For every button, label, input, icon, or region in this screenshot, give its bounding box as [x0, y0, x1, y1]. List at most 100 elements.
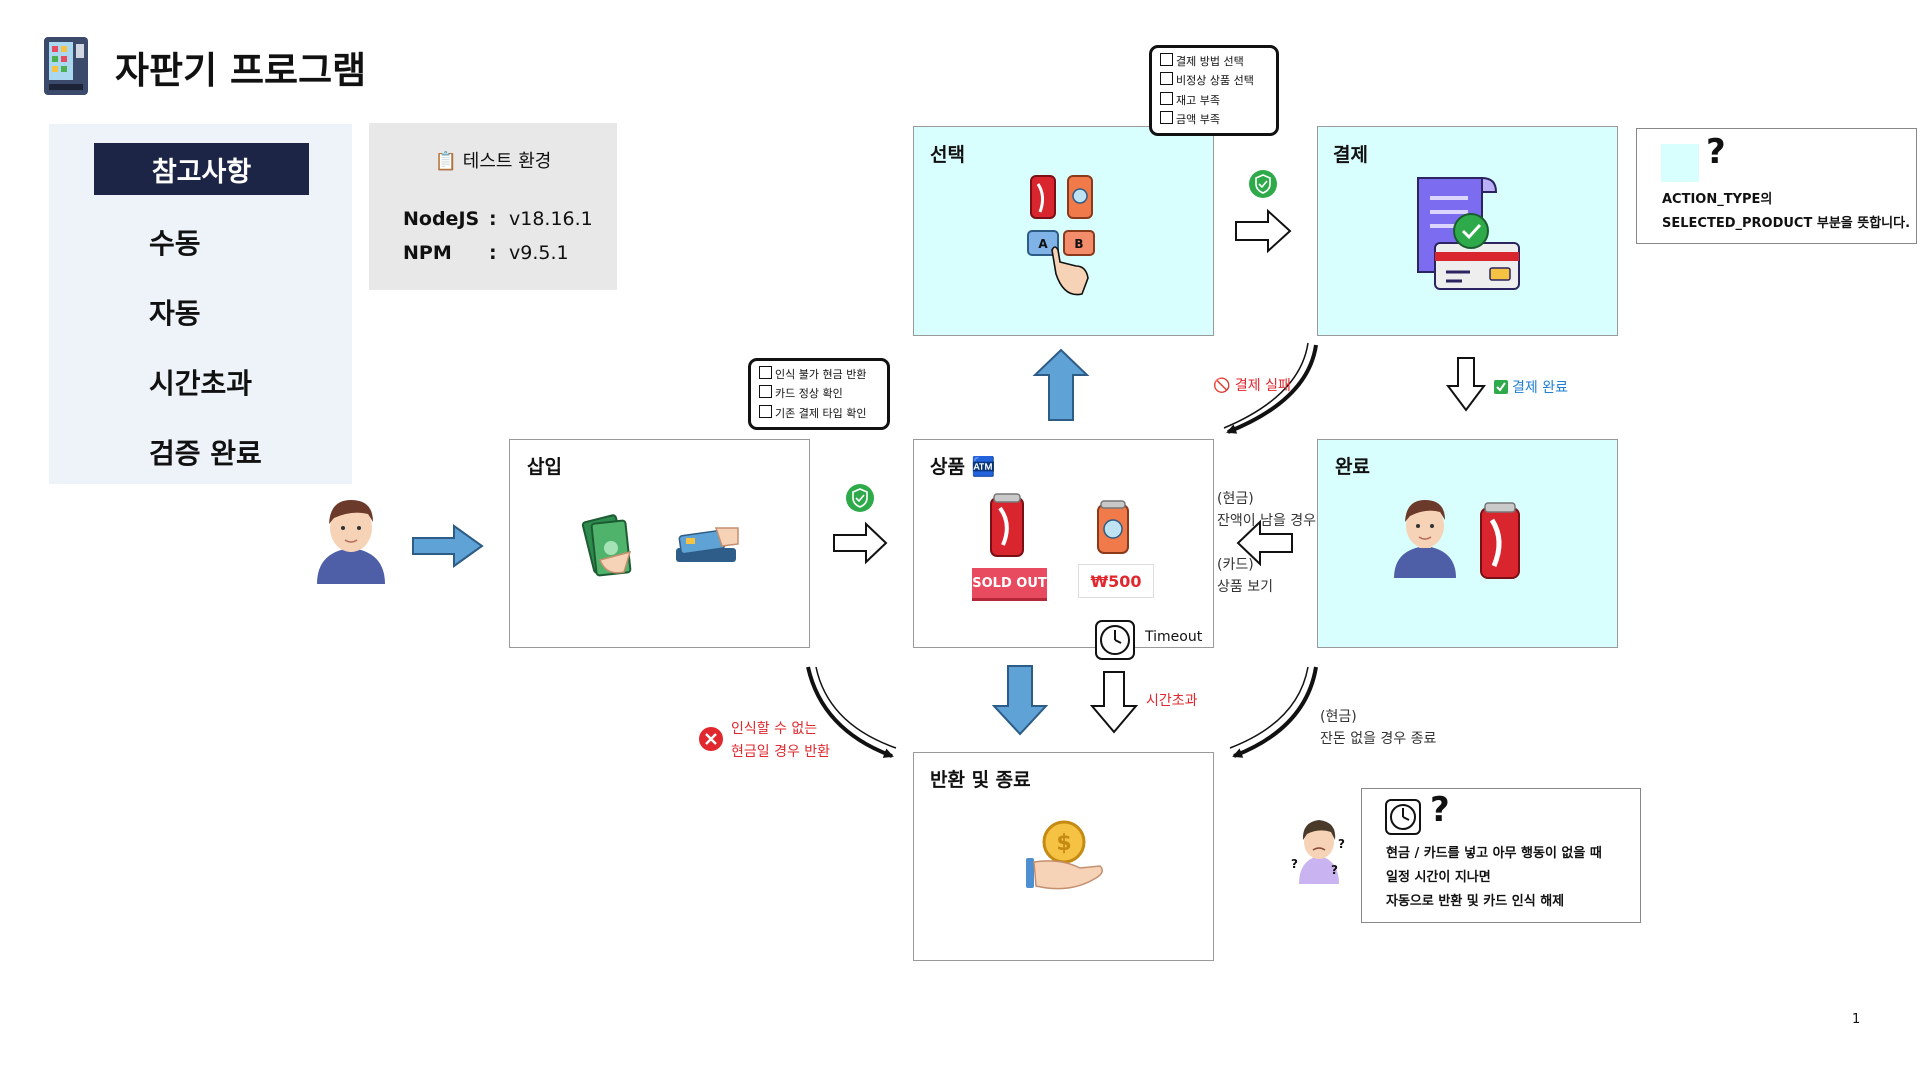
insert-check-item: 기존 결제 타입 확인 — [759, 404, 879, 423]
auto-arrow-timeout-to-return — [1089, 671, 1139, 734]
select-check-text-3: 금액 부족 — [1176, 112, 1220, 126]
legend-label-manual: 수동 — [149, 227, 201, 260]
no-change-line-1: 잔돈 없을 경우 종료 — [1320, 731, 1437, 748]
timeout-note-line-0: 현금 / 카드를 넣고 아무 행동이 없을 때 — [1386, 846, 1602, 861]
page-number: 1 — [1852, 1012, 1861, 1027]
timeout-label: Timeout — [1145, 629, 1203, 645]
product-timeout-clock-icon — [1095, 620, 1135, 660]
svg-text:?: ? — [1338, 837, 1345, 851]
cash-icon — [581, 514, 632, 577]
test-env-key-nodejs: NodeJS — [403, 208, 480, 230]
back-cash-line-0: (현금) — [1217, 491, 1254, 507]
test-env-key-npm: NPM — [403, 242, 452, 264]
test-env-value-npm: v9.5.1 — [509, 242, 569, 264]
back-cash-label: (현금) 잔액이 남을 경우 — [1217, 488, 1316, 533]
error-x-icon — [699, 727, 723, 751]
test-env-title: 📋 테스트 환경 — [434, 151, 552, 172]
test-env-sep-nodejs: : — [489, 208, 497, 230]
select-check-item: 결제 방법 선택 — [1160, 52, 1268, 71]
legend-label-auto: 자동 — [149, 297, 201, 330]
auto-arrow-payment-to-complete — [1446, 357, 1486, 412]
checkbox-icon — [1160, 53, 1173, 66]
state-title-payment: 결제 — [1333, 144, 1368, 166]
state-title-product: 상품 🏧 — [930, 456, 996, 478]
no-change-label: (현금) 잔돈 없을 경우 종료 — [1320, 706, 1436, 751]
payment-fail-label: 🚫 결제 실패 — [1213, 378, 1291, 394]
soda-can-icon — [1097, 500, 1129, 554]
checkbox-icon — [1160, 110, 1173, 124]
select-verified-icon — [1249, 170, 1277, 198]
payment-done-label: 결제 완료 — [1512, 380, 1568, 396]
select-check-text-2: 재고 부족 — [1176, 93, 1220, 107]
insert-check-text-1: 카드 정상 확인 — [775, 387, 843, 401]
back-card-line-0: (카드) — [1217, 557, 1254, 573]
payment-done-check-icon — [1494, 380, 1508, 394]
checkbox-icon — [1160, 72, 1173, 86]
timeout-note-line-2: 자동으로 반환 및 카드 인식 해제 — [1386, 894, 1565, 910]
no-change-line-0: (현금) — [1320, 709, 1357, 725]
complete-can-icon — [1480, 502, 1520, 579]
auto-arrow-select-to-payment — [1235, 208, 1292, 254]
svg-text:?: ? — [1291, 857, 1298, 871]
invalid-cash-line-0: 인식할 수 없는 — [731, 721, 818, 737]
state-title-return: 반환 및 종료 — [930, 769, 1031, 791]
payment-receipt-icon — [1417, 176, 1520, 290]
insert-check-bubble: 인식 불가 현금 반환 카드 정상 확인 기존 결제 타입 확인 — [748, 358, 890, 430]
state-title-complete: 완료 — [1335, 456, 1370, 478]
select-check-item: 비정상 상품 선택 — [1160, 71, 1268, 90]
insert-check-item: 인식 불가 현금 반환 — [759, 365, 879, 384]
action-type-note-text: ACTION_TYPE의 SELECTED_PRODUCT 부분을 뜻합니다. — [1662, 188, 1910, 236]
test-env-sep-npm: : — [489, 242, 497, 264]
legend-label-timeout: 시간초과 — [149, 367, 253, 400]
drink-choice-icon: A B — [1027, 175, 1095, 296]
svg-text:A: A — [1038, 237, 1048, 251]
note-clock-icon — [1385, 799, 1421, 835]
state-title-select: 선택 — [930, 144, 965, 166]
legend-header: 참고사항 — [94, 143, 309, 195]
action-type-line-1: SELECTED_PRODUCT 부분을 뜻합니다. — [1662, 216, 1911, 232]
price-badge: ₩500 — [1078, 564, 1154, 598]
timeout-note-text: 현금 / 카드를 넣고 아무 행동이 없을 때 일정 시간이 지나면 자동으로 … — [1386, 842, 1602, 914]
insert-check-text-0: 인식 불가 현금 반환 — [775, 368, 867, 381]
action-type-line-0: ACTION_TYPE의 — [1662, 192, 1773, 207]
select-check-item: 금액 부족 — [1160, 110, 1268, 129]
select-check-bubble: 결제 방법 선택 비정상 상품 선택 재고 부족 금액 부족 — [1149, 45, 1279, 136]
sold-out-badge: SOLD OUT — [972, 568, 1047, 601]
svg-text:B: B — [1074, 237, 1083, 251]
insert-verified-icon — [846, 484, 874, 512]
manual-arrow-user-to-insert — [412, 524, 484, 568]
checkbox-icon — [1160, 91, 1173, 105]
svg-text:$: $ — [1056, 831, 1071, 856]
svg-text:?: ? — [1331, 863, 1338, 877]
vending-machine-icon — [44, 37, 88, 95]
cola-can-icon — [990, 493, 1024, 557]
insert-check-item: 카드 정상 확인 — [759, 384, 879, 403]
back-cash-line-1: 잔액이 남을 경우 — [1217, 513, 1317, 530]
action-type-question: ? — [1706, 132, 1726, 172]
invalid-cash-label: 인식할 수 없는 현금일 경우 반환 — [731, 718, 830, 764]
confused-person-icon: ? ? ? — [1291, 820, 1345, 884]
user-avatar-icon — [317, 500, 385, 584]
test-env-value-nodejs: v18.16.1 — [509, 208, 593, 230]
select-check-item: 재고 부족 — [1160, 91, 1268, 110]
auto-arrow-complete-to-return — [1232, 666, 1318, 758]
page-title: 자판기 프로그램 — [115, 49, 367, 92]
manual-arrow-product-to-select — [1032, 348, 1090, 421]
timeout-edge-label: 시간초과 — [1146, 693, 1198, 709]
checkbox-icon — [759, 404, 772, 418]
complete-user-icon — [1394, 500, 1456, 578]
coin-return-icon: $ — [1026, 820, 1103, 890]
select-check-text-1: 비정상 상품 선택 — [1176, 74, 1254, 88]
checkbox-icon — [759, 385, 772, 399]
state-title-insert: 삽입 — [527, 456, 562, 478]
back-card-line-1: 상품 보기 — [1217, 579, 1273, 596]
legend-label-verified: 검증 완료 — [149, 437, 262, 470]
timeout-note-question: ? — [1430, 790, 1450, 830]
insert-check-text-2: 기존 결제 타입 확인 — [775, 406, 867, 420]
back-card-label: (카드) 상품 보기 — [1217, 554, 1273, 599]
auto-arrow-insert-to-product — [833, 521, 888, 565]
cyan-swatch-icon — [1661, 144, 1699, 182]
invalid-cash-line-1: 현금일 경우 반환 — [731, 744, 831, 761]
timeout-note-line-1: 일정 시간이 지나면 — [1386, 870, 1491, 886]
test-env-panel: 📋 테스트 환경 NodeJS : v18.16.1 NPM : v9.5.1 — [369, 123, 617, 290]
